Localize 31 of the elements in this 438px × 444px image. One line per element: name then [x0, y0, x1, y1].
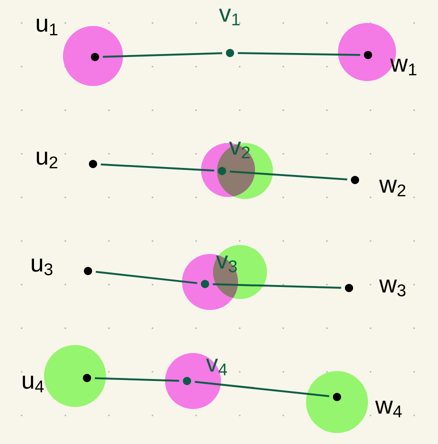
edge-line	[96, 270, 198, 284]
vertex-label: u$_{2}$	[36, 152, 58, 168]
vertex-label: v$_{4}$	[206, 358, 227, 376]
vertex-dot	[88, 160, 98, 168]
edge-line	[194, 380, 330, 398]
edge-line	[102, 52, 222, 58]
vertex-dot	[226, 48, 234, 58]
vertex-label: u$_{3}$	[32, 258, 52, 276]
vertex-label: w$_{2}$	[379, 180, 406, 196]
vertex-dot	[182, 376, 192, 386]
edge-line	[212, 283, 342, 289]
vertex-label: w$_{4}$	[375, 400, 402, 418]
vertex-label: u$_{4}$	[22, 376, 44, 392]
edge-line	[94, 377, 180, 382]
vertex-dot	[82, 374, 92, 382]
vertex-dot	[364, 50, 372, 60]
vertex-dot	[218, 166, 226, 176]
vertex-dot	[332, 392, 342, 402]
vertex-label: v$_{1}$	[219, 8, 240, 26]
vertex-dot	[84, 266, 92, 276]
vertex-label: v$_{2}$	[229, 142, 250, 158]
vertex-label: u$_{1}$	[36, 18, 58, 36]
edge-line	[238, 52, 360, 56]
vertex-dot	[90, 52, 100, 62]
vertex-label: w$_{1}$	[390, 58, 416, 76]
vertex-dot	[200, 280, 210, 288]
edge-line	[100, 163, 214, 172]
vertex-dot	[350, 176, 360, 184]
edge-line	[230, 170, 348, 180]
vertex-label: w$_{3}$	[379, 280, 406, 296]
vertex-dot	[344, 284, 354, 292]
